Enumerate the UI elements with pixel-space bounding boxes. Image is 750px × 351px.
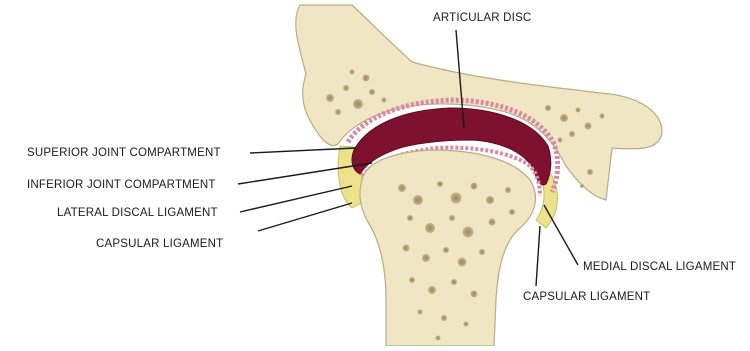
label-superior-joint-compartment: SUPERIOR JOINT COMPARTMENT <box>27 146 221 160</box>
leader-medial-ligament <box>544 205 578 265</box>
leader-capsular-right <box>536 226 540 286</box>
label-inferior-joint-compartment: INFERIOR JOINT COMPARTMENT <box>27 178 216 192</box>
leader-capsular-left <box>258 203 352 231</box>
label-lateral-discal-ligament: LATERAL DISCAL LIGAMENT <box>57 206 218 220</box>
label-medial-discal-ligament: MEDIAL DISCAL LIGAMENT <box>583 260 736 274</box>
label-articular-disc: ARTICULAR DISC <box>433 11 531 25</box>
label-capsular-ligament-left: CAPSULAR LIGAMENT <box>96 237 223 251</box>
label-capsular-ligament-right: CAPSULAR LIGAMENT <box>523 290 650 304</box>
